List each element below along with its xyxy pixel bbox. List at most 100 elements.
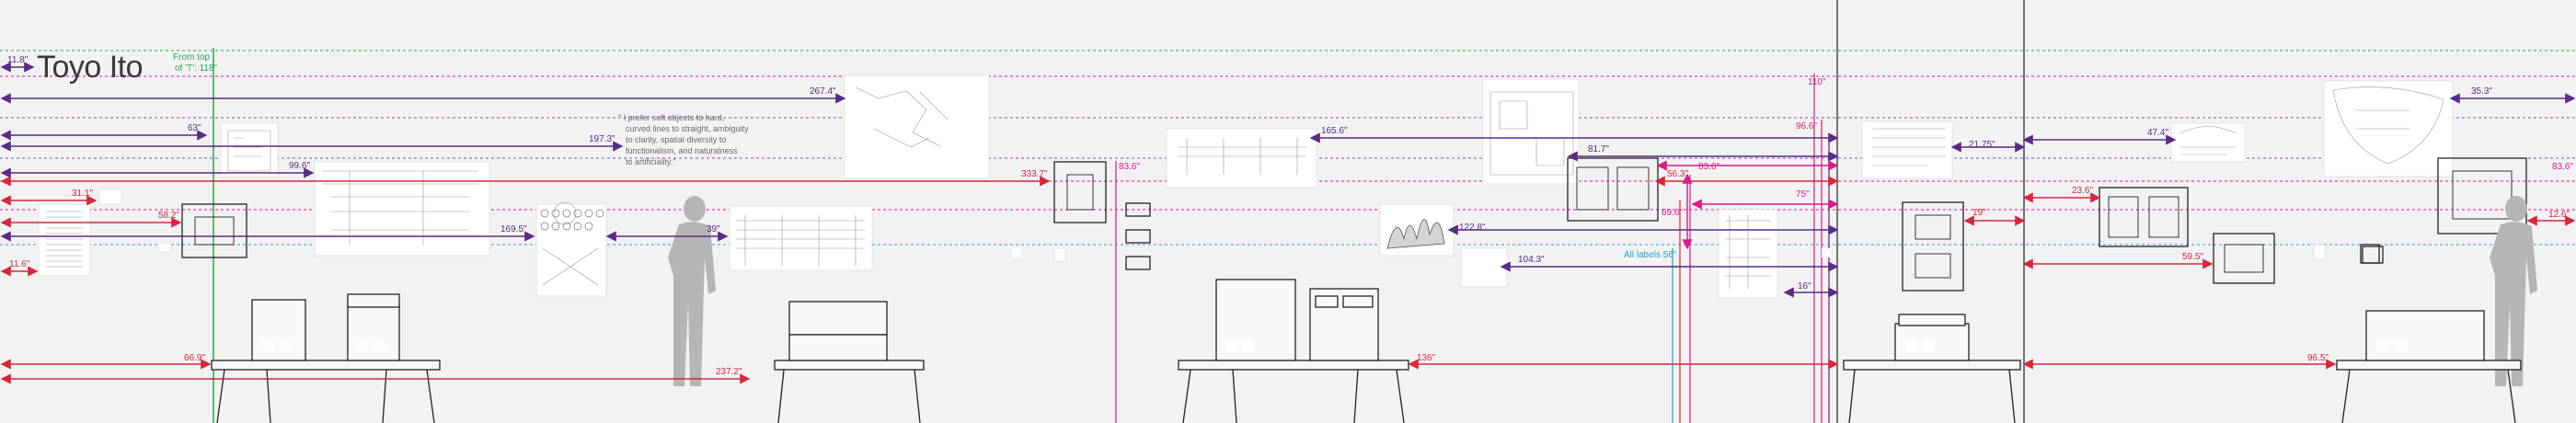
drawing-sheet — [729, 205, 873, 271]
dimension-arrows — [0, 62, 2576, 384]
dim-label: 83.6" — [2552, 162, 2573, 172]
dim-label: 110" — [1808, 77, 1826, 87]
dim-label: 104.3" — [1518, 255, 1545, 265]
dim-label: 237.2" — [716, 367, 742, 377]
drawing-sheet — [1460, 247, 1508, 288]
quote-line-1: " I prefer soft objects to hard, — [618, 113, 724, 122]
dim-label: 63" — [188, 123, 201, 133]
dim-label: 165.6" — [1321, 126, 1348, 136]
display-case-lid — [347, 293, 400, 308]
plinth — [2360, 244, 2380, 264]
dim-label: 75" — [1796, 189, 1810, 200]
dim-label: 83.6" — [1698, 162, 1719, 172]
drawing-sheet — [2323, 80, 2454, 177]
frame — [1125, 229, 1151, 244]
drawing-sheet — [844, 74, 990, 179]
dim-label: 16" — [1798, 281, 1811, 292]
dim-label: 35.3" — [2471, 86, 2492, 97]
table-top — [2336, 360, 2522, 371]
sculpture-model — [1386, 219, 1445, 249]
frame — [2213, 233, 2275, 284]
quote-line-5: to artificiality." — [626, 157, 676, 166]
drawing-sheet — [535, 203, 607, 297]
table-top — [1178, 360, 1409, 371]
drawing-sheet — [1482, 78, 1580, 185]
dimension-labels: 11.8" 267.4" 63" 197.3" 99.6" 31.1" 58.2… — [7, 55, 2573, 377]
dim-label: 136" — [1417, 353, 1436, 363]
frame — [181, 203, 247, 258]
dim-label: 69.6" — [1662, 208, 1683, 218]
dim-label: All labels 56" — [1624, 250, 1677, 260]
dim-label: 99.6" — [289, 161, 310, 171]
display-case-lid — [1898, 314, 1966, 326]
text-panel — [38, 203, 91, 277]
drawing-sheet — [1861, 120, 1953, 179]
frame-inner — [1616, 166, 1650, 211]
dim-label: 31.1" — [72, 189, 93, 199]
frame — [1125, 202, 1151, 217]
human-figure-2 — [2490, 196, 2537, 386]
dim-label: 11.8" — [7, 55, 29, 65]
frame-inner — [2148, 196, 2179, 238]
icon-strip — [540, 209, 604, 231]
dim-label: 122.8" — [1459, 223, 1486, 233]
dim-label: 58.2" — [158, 211, 179, 221]
frame-inner — [2452, 170, 2513, 220]
dim-label: 11.6" — [9, 259, 30, 269]
frame — [1902, 201, 1964, 292]
page-title: Toyo Ito — [37, 50, 143, 85]
small-card — [1053, 247, 1066, 262]
frame-inner — [1576, 166, 1609, 211]
drawing-sheet — [220, 122, 279, 177]
quote-line-3: to clarity, spatial diversity to — [626, 135, 726, 144]
drawing-sheet — [314, 161, 490, 257]
frame — [1053, 161, 1107, 223]
dim-label: 19" — [1972, 208, 1986, 218]
frame-inner — [1915, 214, 1951, 240]
placeholder-squares — [263, 248, 2407, 351]
dim-label: 197.3" — [589, 134, 615, 144]
top-note-2: of 'T': 118" — [175, 63, 218, 74]
frame-inner — [1915, 253, 1951, 279]
drawing-sheet — [2170, 122, 2246, 163]
frame-inner — [194, 216, 235, 246]
dim-label: 56.3" — [1667, 169, 1688, 179]
table-top — [211, 360, 441, 371]
dim-label: 83.6" — [1119, 162, 1140, 172]
frame-inner — [2108, 196, 2139, 238]
display-case — [788, 334, 888, 361]
drawing-sheet — [1166, 128, 1317, 189]
display-case — [788, 301, 888, 336]
dim-label: 23.6" — [2072, 186, 2093, 196]
human-figure-1 — [668, 196, 716, 386]
frame-inner — [2224, 244, 2264, 273]
human-figures — [668, 196, 2537, 386]
framed-works — [181, 157, 2527, 292]
dim-label: 39" — [707, 224, 720, 234]
dim-label: 267.4" — [810, 86, 836, 97]
display-case — [2365, 310, 2485, 361]
frame — [2099, 187, 2189, 247]
quote-line-2: curved lines to straight, ambiguity — [626, 124, 749, 133]
quote-block: " I prefer soft objects to hard, curved … — [618, 113, 749, 166]
frame — [2362, 246, 2384, 264]
table-top — [1843, 360, 2021, 371]
dim-label: 66.9" — [184, 353, 205, 363]
dim-label: 47.4" — [2147, 128, 2168, 138]
small-card — [2313, 244, 2326, 260]
dim-label: 12.6" — [2548, 210, 2570, 220]
table-top — [774, 360, 925, 371]
dim-label: 96.5" — [2307, 353, 2329, 363]
dim-label: 81.7" — [1588, 144, 1609, 154]
display-case — [347, 304, 400, 361]
dim-label: 21.75" — [1969, 140, 1995, 150]
dim-label: 59.5" — [2182, 252, 2203, 262]
dim-label: 96.6" — [1796, 121, 1817, 131]
dim-label: 169.5" — [500, 224, 527, 234]
top-note-1: From top — [173, 52, 210, 63]
dim-label: 333.7" — [1021, 169, 1048, 179]
display-case — [1309, 288, 1379, 361]
frame — [1125, 256, 1151, 270]
small-card — [157, 242, 172, 253]
